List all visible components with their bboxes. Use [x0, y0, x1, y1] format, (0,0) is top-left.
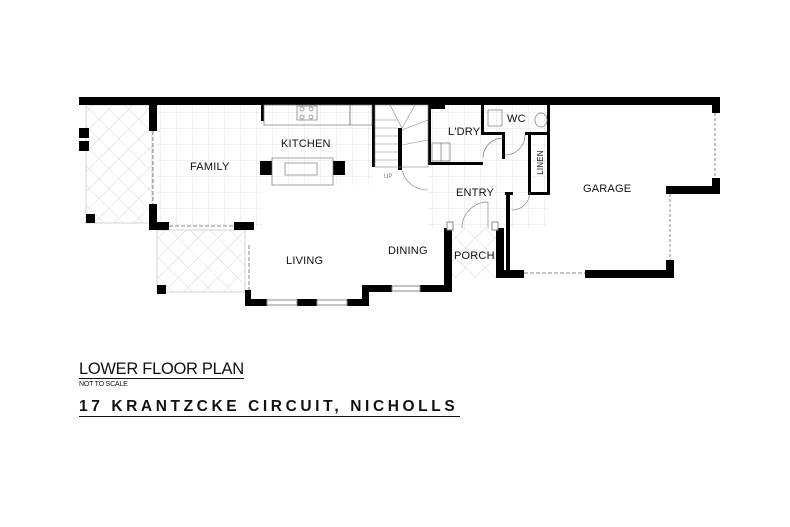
room-label-porch: PORCH [454, 250, 495, 262]
paved-terrace-west [85, 104, 153, 224]
windows [152, 113, 716, 306]
kitchen-fixtures [263, 104, 373, 186]
wc-fixtures [487, 109, 548, 128]
stair-up-label: UP [384, 174, 392, 180]
room-label-garage: GARAGE [583, 183, 632, 195]
property-address: 17 KRANTZCKE CIRCUIT, NICHOLLS [79, 398, 461, 417]
walls [79, 97, 720, 306]
room-label-wc: WC [507, 113, 526, 125]
room-label-laundry: L'DRY [448, 126, 481, 138]
room-label-dining: DINING [388, 245, 428, 257]
porch-paving [452, 228, 499, 278]
room-label-kitchen: KITCHEN [281, 138, 331, 150]
scale-note: NOT TO SCALE [79, 381, 128, 388]
paved-terrace-south [156, 229, 246, 293]
room-label-entry: ENTRY [456, 187, 495, 199]
room-label-living: LIVING [286, 255, 324, 267]
laundry-fixtures [431, 137, 504, 162]
room-label-family: FAMILY [190, 161, 230, 173]
room-label-linen: LINEN [535, 150, 545, 175]
door-swings [461, 134, 531, 229]
staircase [374, 104, 429, 191]
plan-title: LOWER FLOOR PLAN [79, 360, 244, 379]
